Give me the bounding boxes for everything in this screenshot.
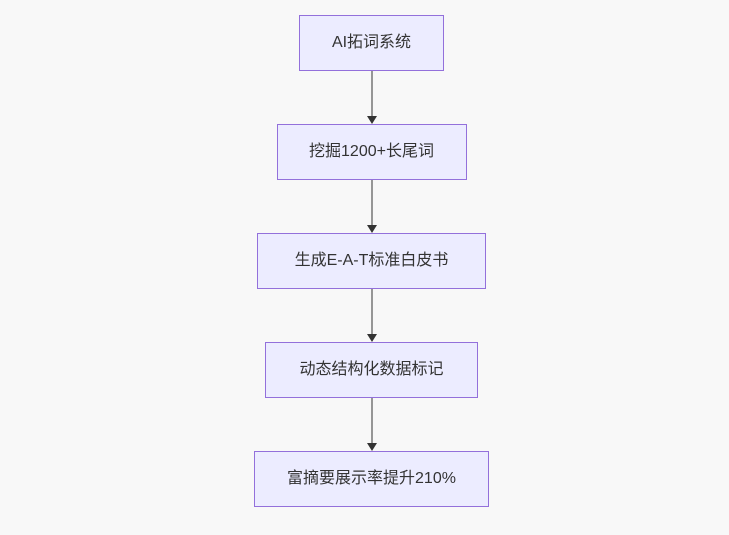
arrowhead-icon: [366, 225, 377, 233]
flowchart-node-structured-data-markup: 动态结构化数据标记: [265, 342, 478, 398]
arrowhead-icon: [366, 334, 377, 342]
flowchart-node-eat-whitepaper: 生成E-A-T标准白皮书: [257, 233, 486, 289]
arrow-down-2: [366, 180, 377, 233]
arrow-down-3: [366, 289, 377, 342]
flowchart-node-longtail-mining: 挖掘1200+长尾词: [276, 124, 467, 180]
flowchart-node-rich-snippet-rate: 富摘要展示率提升210%: [254, 451, 489, 507]
arrow-down-1: [366, 71, 377, 124]
arrow-down-4: [366, 398, 377, 451]
arrowhead-icon: [366, 443, 377, 451]
flowchart-node-ai-keyword-system: AI拓词系统: [299, 15, 444, 71]
arrowhead-icon: [366, 116, 377, 124]
